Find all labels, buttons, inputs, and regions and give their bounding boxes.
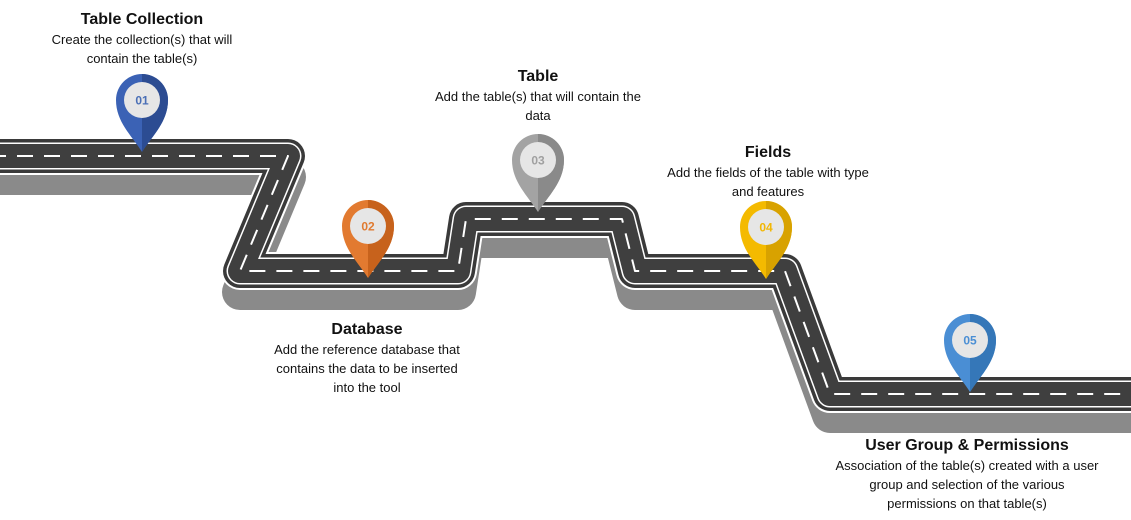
step-description: Association of the table(s) created with… xyxy=(835,458,1099,511)
step-description: Add the fields of the table with type an… xyxy=(667,165,869,199)
step-04-text: Fields Add the fields of the table with … xyxy=(662,143,874,201)
step-title: Fields xyxy=(744,144,792,161)
pin-02: 02 xyxy=(342,200,394,278)
pin-number: 05 xyxy=(963,334,977,348)
pin-inner-circle xyxy=(748,209,784,245)
step-02-text: Database Add the reference database that… xyxy=(272,320,462,397)
pin-04: 04 xyxy=(740,201,792,279)
step-03-text: Table Add the table(s) that will contain… xyxy=(428,67,648,125)
step-title: Table Collection xyxy=(80,11,204,28)
step-title: Database xyxy=(331,321,403,338)
pin-05: 05 xyxy=(944,314,996,392)
step-description: Add the reference database that contains… xyxy=(274,342,460,395)
road xyxy=(0,137,1131,433)
pin-inner-circle xyxy=(520,142,556,178)
pin-number: 01 xyxy=(135,94,149,108)
road-center-dashes xyxy=(0,155,1131,395)
pin-inner-circle xyxy=(350,208,386,244)
pin-number: 02 xyxy=(361,220,375,234)
step-description: Add the table(s) that will contain the d… xyxy=(435,89,641,123)
pin-inner-circle xyxy=(124,82,160,118)
step-description: Create the collection(s) that will conta… xyxy=(51,32,233,66)
step-title: User Group & Permissions xyxy=(865,437,1069,454)
step-05-text: User Group & Permissions Association of … xyxy=(834,436,1100,513)
pin-01: 01 xyxy=(116,74,168,152)
pin-number: 04 xyxy=(759,221,773,235)
pin-03: 03 xyxy=(512,134,564,212)
step-01-text: Table Collection Create the collection(s… xyxy=(37,10,247,68)
pin-number: 03 xyxy=(531,154,545,168)
step-title: Table xyxy=(517,68,559,85)
pin-inner-circle xyxy=(952,322,988,358)
